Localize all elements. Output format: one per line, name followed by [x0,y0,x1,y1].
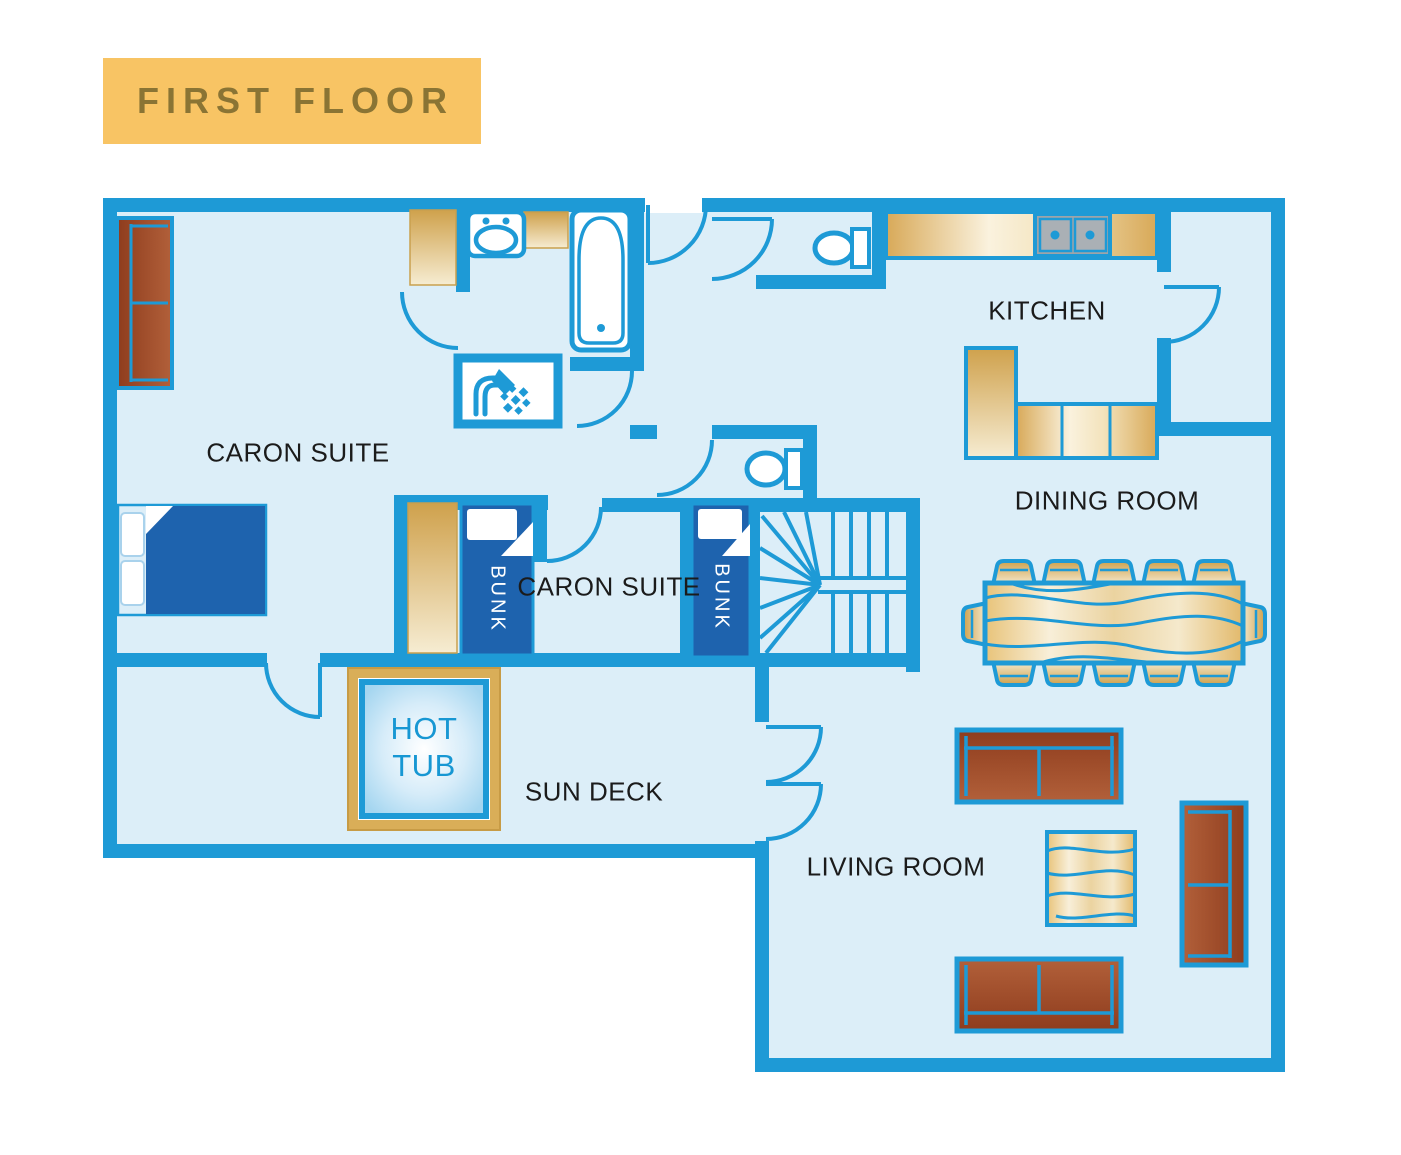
room-label-caron-suite-1: CARON SUITE [206,437,390,468]
door-arcs [264,204,1221,841]
dining-table-icon [982,580,1246,666]
wardrobe-icon [407,502,458,654]
floor-title-banner: FIRST FLOOR [103,58,481,144]
room-label-living-room: LIVING ROOM [806,851,986,882]
bathroom-cabinet-icon [409,209,569,286]
double-bed-icon [116,503,268,617]
wc2-door-arc [656,439,714,497]
wc-door-arc [711,218,774,281]
bathroom-hall-door-arc [576,370,634,428]
hot-tub-icon [347,667,501,831]
sofa-icon [115,216,174,390]
bathtub-icon [569,207,633,353]
bunk-bed-icon [690,502,752,659]
outer-walls [103,198,1285,1072]
floor-title: FIRST FLOOR [137,80,454,121]
closet-door-arc [1163,286,1221,344]
staircase-icon [758,511,906,655]
entry-door-arc [647,204,708,265]
bathroom-sink-icon [465,209,527,259]
toilet-icon [744,448,804,490]
bunk-label-1: BUNK [486,565,509,633]
bunk-bed-icon [459,502,535,657]
kitchen-island-icon [964,346,1159,460]
french-door-arc-1 [765,726,823,784]
sun-deck-door-arc [264,662,321,719]
sofa-icon [1179,800,1249,968]
french-door-arc-2 [765,783,823,841]
room-label-dining-room: DINING ROOM [1014,485,1200,516]
toilet-icon [812,227,871,269]
bathroom-door-arc [400,291,459,350]
coffee-table-icon [1045,830,1137,927]
shower-icon [453,353,563,429]
sofa-icon [954,727,1124,805]
kitchen-counter-icon [884,210,1159,260]
suite2-door-arc [546,506,603,563]
room-label-caron-suite-2: CARON SUITE [517,571,701,602]
kitchen-sink-icon [1033,212,1112,258]
room-label-kitchen: KITCHEN [988,295,1106,326]
bunk-label-2: BUNK [710,563,733,631]
dining-chair-icon [961,559,1267,687]
entry-opening [645,196,702,213]
room-label-sun-deck: SUN DECK [524,776,664,807]
sofa-icon [954,956,1124,1034]
hot-tub-label: HOT TUB [390,710,458,783]
